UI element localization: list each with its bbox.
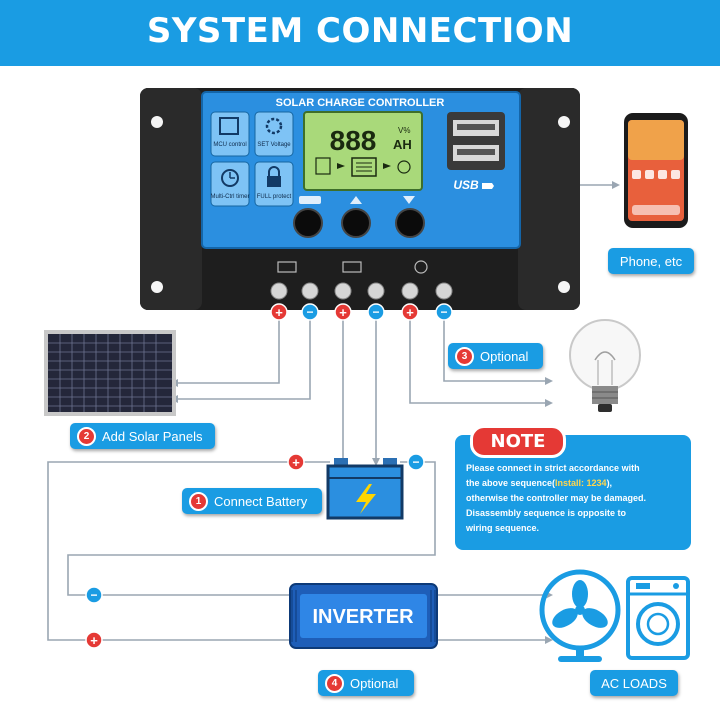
function-button-label: Multi-Ctrl timer: [211, 194, 250, 200]
fan-icon: [539, 569, 621, 662]
usb-icon: [482, 183, 494, 189]
note-badge: NOTE: [470, 425, 566, 458]
function-button-label: SET Voltage: [257, 142, 291, 148]
solar-panel-icon: [44, 330, 176, 416]
up-button[interactable]: [341, 208, 371, 238]
connect-battery-text: Connect Battery: [214, 493, 308, 509]
light-bulb-icon: [569, 319, 641, 412]
washing-machine-icon: [626, 576, 690, 660]
chip-icon: [219, 117, 239, 135]
solar-charge-controller: SOLAR CHARGE CONTROLLER MCU control SET …: [140, 88, 580, 310]
note-line-part: the above sequence(: [466, 478, 556, 488]
load-terminal-icon: [414, 260, 428, 274]
page-title: SYSTEM CONNECTION: [146, 11, 574, 51]
note-line-part: ),: [606, 478, 613, 488]
note-highlight: Install: 1234: [555, 478, 607, 488]
lcd-bulb-icon: [397, 160, 411, 174]
plus-marker: +: [275, 305, 283, 320]
phone-icon: [624, 113, 688, 228]
phone-label: Phone, etc: [608, 248, 694, 274]
note-line: otherwise the controller may be damaged.: [466, 493, 647, 503]
inverter-label: INVERTER: [312, 606, 414, 628]
note-line: Disassembly sequence is opposite to: [466, 508, 627, 518]
step-number: 4: [325, 673, 344, 693]
menu-icon: [299, 196, 321, 204]
lcd-digits: 888: [330, 125, 377, 156]
lcd-percent: V%: [398, 126, 410, 135]
optional-text: Optional: [480, 348, 529, 364]
note-line: wiring sequence.: [466, 523, 540, 533]
minus-marker: −: [90, 588, 97, 602]
step-number: 3: [455, 346, 474, 366]
battery-terminal-icon: [342, 261, 362, 273]
minus-marker: −: [440, 305, 447, 319]
inverter-icon: INVERTER: [289, 583, 438, 649]
solar-terminal-icon: [277, 261, 297, 273]
down-arrow-icon: [403, 196, 415, 204]
mount-hole-icon: [151, 281, 163, 293]
ac-loads-label: AC LOADS: [590, 670, 678, 696]
lcd-battery-icon: [351, 157, 377, 177]
mount-hole-icon: [151, 116, 163, 128]
battery-icon: [326, 458, 404, 520]
step-number: 2: [77, 426, 96, 446]
function-button-label: MCU control: [213, 142, 246, 148]
gear-icon: [265, 117, 283, 135]
controller-title: SOLAR CHARGE CONTROLLER: [276, 97, 445, 109]
usb-ports[interactable]: USB: [447, 112, 505, 192]
step-number: 1: [189, 491, 208, 511]
add-solar-panels-label: 2 Add Solar Panels: [70, 423, 215, 449]
clock-icon: [221, 169, 239, 187]
up-arrow-icon: [350, 196, 362, 204]
mount-hole-icon: [558, 116, 570, 128]
plus-marker: +: [90, 633, 98, 648]
optional-text: Optional: [350, 675, 399, 691]
optional-label-4: 4 Optional: [318, 670, 414, 696]
terminal-legend: [277, 260, 428, 274]
optional-label-3: 3 Optional: [448, 343, 543, 369]
lcd-unit: AH: [393, 137, 412, 152]
minus-marker: −: [412, 455, 419, 469]
plus-marker: +: [339, 305, 347, 320]
function-button-label: FULL protect: [257, 194, 292, 200]
header-banner: [0, 0, 720, 66]
control-buttons: [293, 196, 425, 238]
menu-button[interactable]: [293, 208, 323, 238]
minus-marker: −: [372, 305, 379, 319]
ac-loads-text: AC LOADS: [601, 675, 667, 691]
usb-label: USB: [453, 178, 479, 192]
function-buttons: MCU control SET Voltage Multi-Ctrl timer…: [210, 111, 294, 207]
plus-marker: +: [292, 455, 300, 470]
lightning-icon: [356, 484, 376, 514]
screw-terminals: [270, 282, 453, 300]
lcd-solar-icon: [315, 157, 331, 175]
plus-marker: +: [406, 305, 414, 320]
wires: [47, 184, 612, 641]
note-line: the above sequence(Install: 1234),: [466, 476, 686, 491]
phone-label-text: Phone, etc: [619, 253, 683, 269]
add-solar-text: Add Solar Panels: [102, 428, 203, 444]
down-button[interactable]: [395, 208, 425, 238]
note-line: Please connect in strict accordance with: [466, 463, 640, 473]
lcd-display: 888 V% AH: [303, 111, 423, 191]
mount-hole-icon: [558, 281, 570, 293]
note-text: Please connect in strict accordance with…: [466, 461, 686, 536]
connect-battery-label: 1 Connect Battery: [182, 488, 322, 514]
polarity-markers: + − + − + −: [270, 303, 453, 321]
minus-marker: −: [306, 305, 313, 319]
lock-icon: [267, 176, 281, 187]
